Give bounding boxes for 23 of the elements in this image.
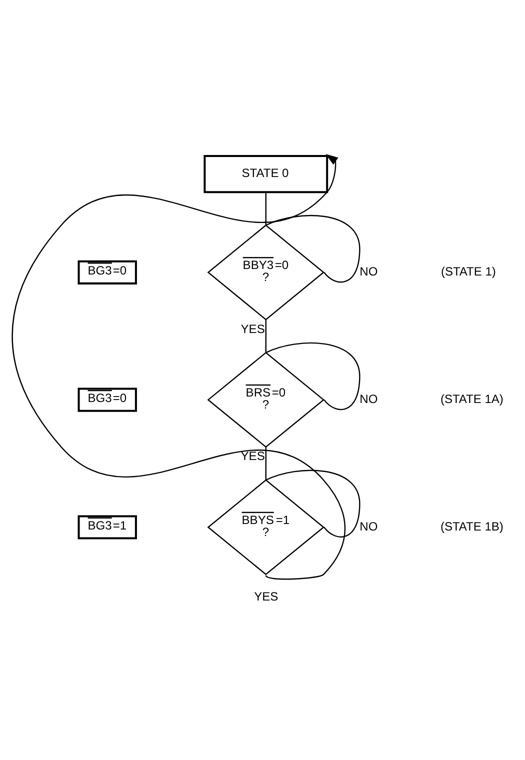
connector	[266, 215, 360, 283]
edge-label: NO	[360, 392, 378, 406]
edge-label: NO	[360, 519, 378, 534]
edge-label: YES	[240, 449, 265, 464]
label: (STATE 1)	[440, 264, 496, 279]
connector	[266, 470, 360, 538]
label: (STATE 1A)	[440, 392, 504, 406]
node-box: STATE 0	[204, 155, 328, 194]
connector	[265, 447, 266, 480]
connector	[265, 192, 266, 225]
connector	[265, 320, 266, 353]
node-diamond: BBY3=0 ?	[207, 224, 325, 320]
node-box: BG3=1	[78, 515, 137, 540]
node-box: BG3=0	[78, 388, 137, 412]
edge-label: YES	[240, 322, 265, 336]
edge-label: NO	[360, 264, 378, 279]
arrow	[12, 154, 346, 580]
node-diamond: BBYS=1 ?	[207, 479, 325, 576]
node-box: BG3=0	[78, 260, 137, 284]
edge-label: YES	[254, 590, 278, 604]
label: (STATE 1B)	[440, 519, 504, 534]
connector	[266, 342, 360, 410]
node-diamond: BRS=0 ?	[207, 352, 325, 448]
